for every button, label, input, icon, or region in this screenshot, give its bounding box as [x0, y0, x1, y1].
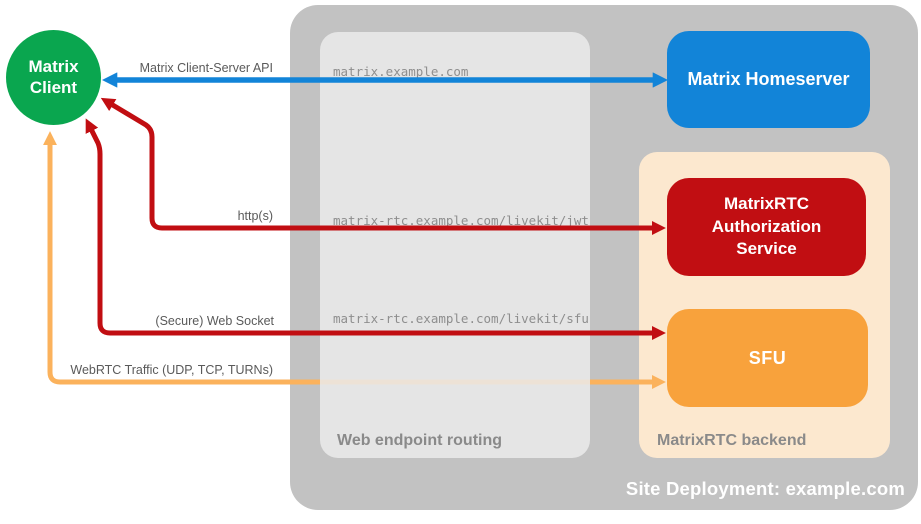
matrix-client-label-line2: Client: [29, 77, 78, 97]
matrix-homeserver-node: Matrix Homeserver: [667, 31, 870, 128]
client-server-api-arrow-label: Matrix Client-Server API: [139, 61, 273, 75]
matrixrtc-backend-label: MatrixRTC backend: [657, 432, 807, 449]
webrtc-traffic-arrow-label: WebRTC Traffic (UDP, TCP, TURNs): [70, 363, 273, 377]
domain-matrix: matrix.example.com: [333, 64, 469, 79]
matrix-homeserver-label: Matrix Homeserver: [687, 69, 850, 89]
https-arrow-label: http(s): [237, 209, 273, 223]
sfu-label: SFU: [748, 347, 787, 368]
websocket-arrow-label: (Secure) Web Socket: [155, 314, 274, 328]
web-endpoint-routing-label: Web endpoint routing: [337, 432, 503, 449]
sfu-node: SFU: [667, 309, 868, 407]
matrixrtc-authorization-service-node: MatrixRTC Authorization Service: [667, 178, 866, 276]
site-deployment-label: Site Deployment: example.com: [625, 478, 905, 499]
web-endpoint-routing-container: matrix.example.com matrix-rtc.example.co…: [320, 32, 590, 458]
domain-livekit-sfu: matrix-rtc.example.com/livekit/sfu: [333, 311, 589, 326]
matrix-client-label-line1: Matrix: [28, 56, 79, 76]
matrix-client-node: Matrix Client: [6, 30, 101, 125]
domain-livekit-jwt: matrix-rtc.example.com/livekit/jwt: [333, 213, 589, 228]
matrixrtc-authorization-service-label: MatrixRTC Authorization Service: [711, 193, 822, 259]
